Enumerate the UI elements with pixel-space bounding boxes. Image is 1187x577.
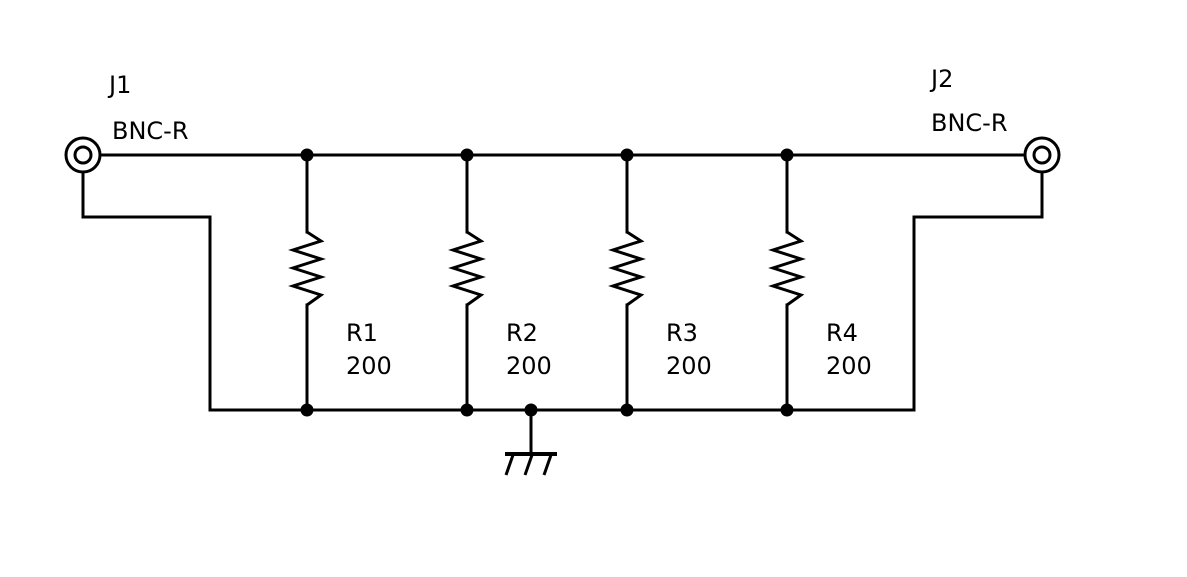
r3-ref-label: R3 bbox=[666, 319, 698, 347]
junction-dots bbox=[300, 148, 794, 417]
r3-value-label: 200 bbox=[666, 352, 712, 380]
junction-dot bbox=[780, 403, 794, 417]
j1-ref-label: J1 bbox=[107, 71, 131, 99]
junction-dot bbox=[524, 403, 538, 417]
r4-ref-label: R4 bbox=[826, 319, 858, 347]
j2-ref-label: J2 bbox=[929, 65, 953, 93]
ground-hatch-3 bbox=[542, 454, 553, 476]
junction-dot bbox=[300, 403, 314, 417]
resistor-r2: R2 200 bbox=[448, 230, 552, 380]
connector-j2: J2 BNC-R bbox=[929, 65, 1061, 174]
resistor-r1: R1 200 bbox=[288, 230, 392, 380]
r4-value-label: 200 bbox=[826, 352, 872, 380]
j1-shield-wire bbox=[81, 170, 212, 412]
ground-hatch-2 bbox=[523, 454, 534, 476]
j2-inner-ring bbox=[1032, 145, 1052, 165]
j1-outer-ring bbox=[64, 136, 102, 174]
junction-dot bbox=[780, 148, 794, 162]
connector-j1: J1 BNC-R bbox=[64, 71, 189, 174]
junction-dot bbox=[620, 403, 634, 417]
r3-zigzag-icon bbox=[608, 230, 646, 307]
junction-dot bbox=[460, 148, 474, 162]
r1-value-label: 200 bbox=[346, 352, 392, 380]
junction-dot bbox=[460, 403, 474, 417]
j1-value-label: BNC-R bbox=[112, 117, 189, 145]
resistor-r4: R4 200 bbox=[768, 230, 872, 380]
j1-inner-ring bbox=[73, 145, 93, 165]
j2-outer-ring bbox=[1023, 136, 1061, 174]
r4-zigzag-icon bbox=[768, 230, 806, 307]
r1-ref-label: R1 bbox=[346, 319, 378, 347]
wires bbox=[81, 153, 1044, 412]
junction-dot bbox=[300, 148, 314, 162]
resistor-r3: R3 200 bbox=[608, 230, 712, 380]
r2-ref-label: R2 bbox=[506, 319, 538, 347]
junction-dot bbox=[620, 148, 634, 162]
j2-shield-wire bbox=[912, 170, 1044, 412]
j2-value-label: BNC-R bbox=[931, 109, 1008, 137]
ground-hatch-1 bbox=[504, 454, 515, 476]
r1-zigzag-icon bbox=[288, 230, 326, 307]
ground-symbol-icon bbox=[504, 408, 557, 476]
r2-value-label: 200 bbox=[506, 352, 552, 380]
r2-zigzag-icon bbox=[448, 230, 486, 307]
